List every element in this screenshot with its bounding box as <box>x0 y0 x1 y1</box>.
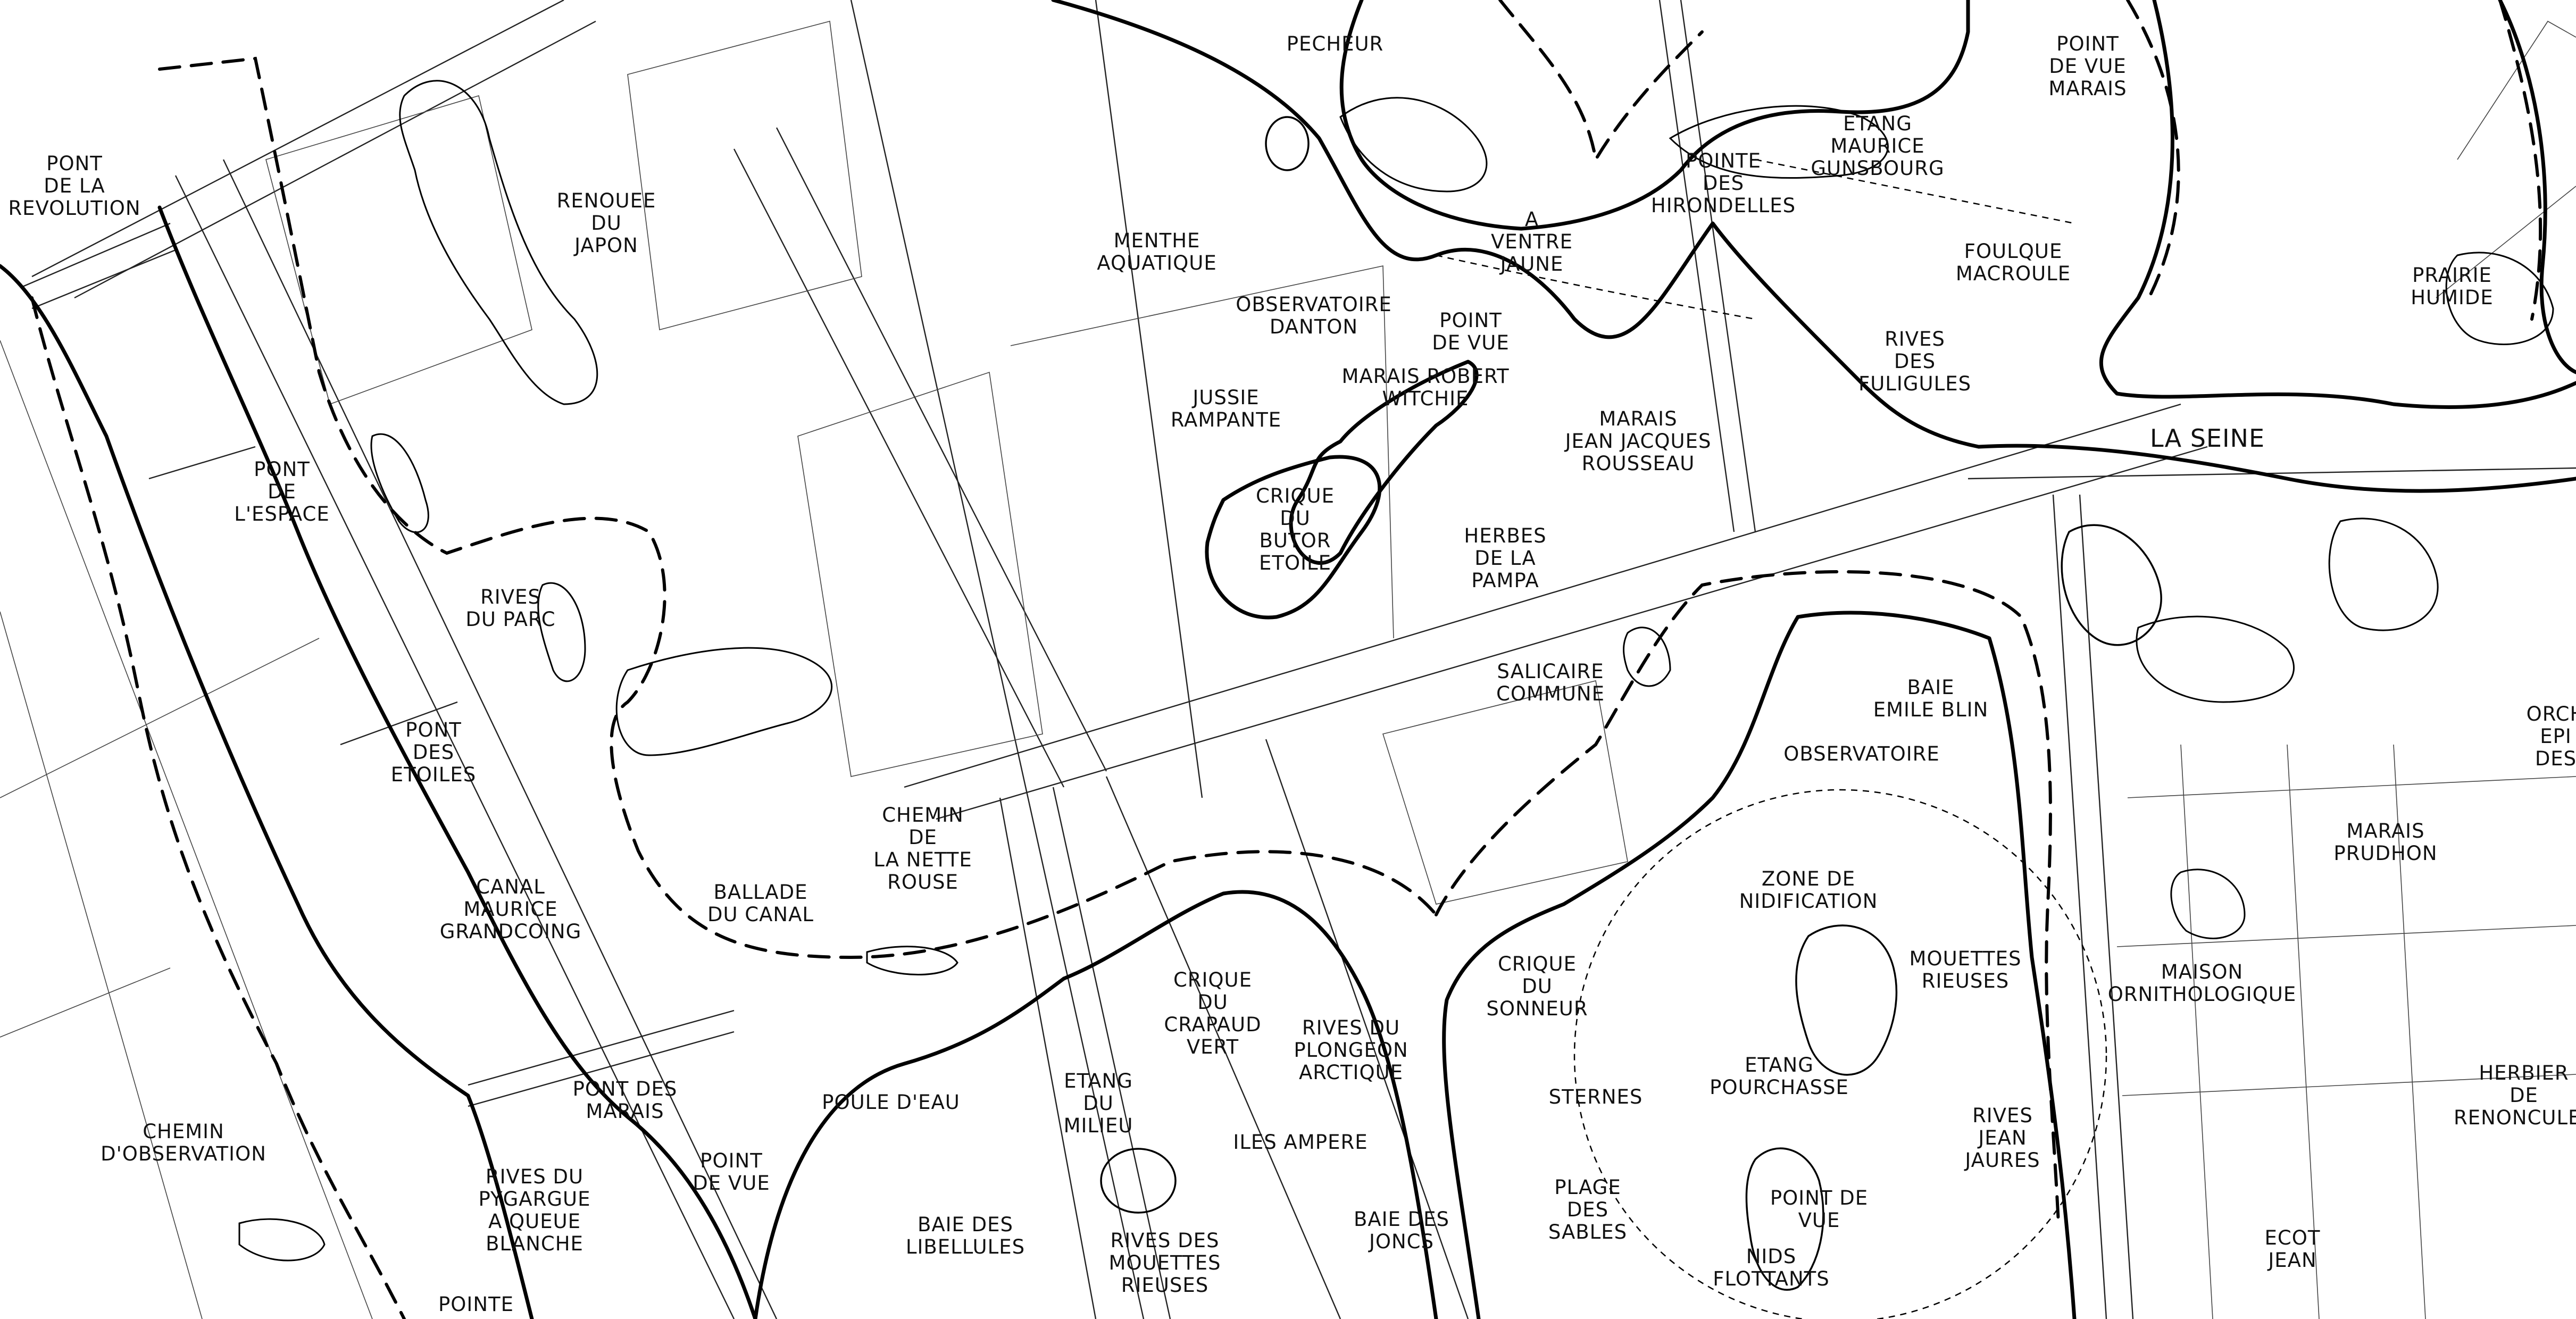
label-la-seine: LA SEINE <box>2150 424 2265 453</box>
label-iles-aimpere: ILES AMPERE <box>1233 1131 1368 1154</box>
label-orchis: ORCHEPIDES <box>2527 703 2576 770</box>
label-observatoire-right: OBSERVATOIRE <box>1783 742 1940 765</box>
nesting-zone-circle <box>1573 789 2107 1319</box>
vegetation-blobs <box>238 80 2554 1262</box>
ponds <box>1100 116 2162 1291</box>
label-herbier: HERBIERDERENONCULES <box>2454 1062 2576 1129</box>
label-peche: PECHEUR <box>1287 32 1384 55</box>
walking-paths <box>30 0 2542 1319</box>
label-pointe-bottom: POINTE <box>438 1293 514 1316</box>
label-poule-eau: POULE D'EAU <box>822 1091 960 1114</box>
label-sternes: STERNES <box>1549 1086 1643 1108</box>
